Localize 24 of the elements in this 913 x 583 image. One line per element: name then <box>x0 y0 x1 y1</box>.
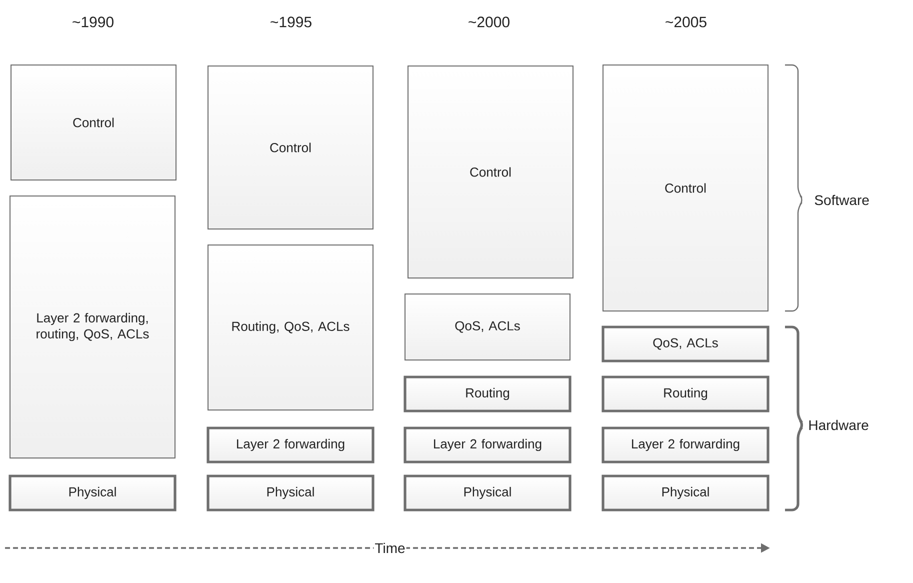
hardware-layer-box: Layer 2 forwarding <box>404 426 572 464</box>
hardware-layer-box: QoS, ACLs <box>602 326 770 362</box>
brace-label: Hardware <box>809 420 868 430</box>
brace-label: Software <box>814 194 869 206</box>
column-heading: ~1990 <box>72 16 114 28</box>
hardware-layer-box: Physical <box>206 474 374 512</box>
layer-box: Layer 2 forwarding, routing, QoS, ACLs <box>10 196 176 458</box>
column-heading: ~2005 <box>666 16 706 28</box>
layer-box: Control <box>10 64 176 180</box>
hardware-layer-box: Physical <box>602 474 770 512</box>
hardware-layer-box: Layer 2 forwarding <box>206 426 374 464</box>
hardware-layer-box: Physical <box>8 474 176 512</box>
column-heading: ~1995 <box>270 16 312 28</box>
layer-box: QoS, ACLs <box>404 294 570 360</box>
layer-box: Control <box>208 66 374 230</box>
column-heading: ~2000 <box>468 16 510 28</box>
hardware-layer-box: Physical <box>404 474 572 512</box>
hardware-layer-box: Routing <box>602 376 770 412</box>
hardware-layer-box: Layer 2 forwarding <box>602 426 770 464</box>
hardware-layer-box: Routing <box>404 376 572 412</box>
layer-box: Routing, QoS, ACLs <box>208 244 374 410</box>
layer-box: Control <box>602 64 768 312</box>
layer-box: Control <box>408 66 574 278</box>
axis-label: Time <box>374 542 406 554</box>
